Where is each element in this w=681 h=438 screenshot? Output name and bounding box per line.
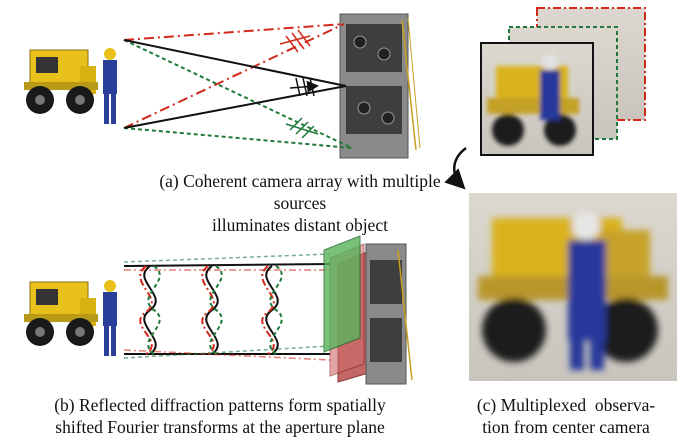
green-ray-bottom [123, 345, 331, 359]
green-beam-cross [123, 39, 353, 149]
toy-truck-a [24, 49, 98, 114]
curved-arrow [444, 147, 467, 190]
red-ray-bottom [123, 349, 331, 361]
panel-b [24, 235, 413, 385]
panel-a [24, 13, 421, 159]
toy-figure-b [103, 280, 117, 356]
green-beam-bottom [123, 127, 353, 149]
toy-truck-b [24, 281, 98, 346]
red-beam-top [123, 23, 345, 41]
multiplexed-observation [469, 193, 677, 381]
caption-a-line1: (a) Coherent camera array with multiple … [159, 171, 441, 213]
black-beam-top [123, 39, 347, 87]
black-beam-bottom [123, 85, 347, 129]
black-bound-top [123, 263, 331, 267]
caption-b-line1: (b) Reflected diffraction patterns form … [54, 395, 386, 415]
caption-a: (a) Coherent camera array with multiple … [150, 170, 450, 236]
toy-figure-a [103, 48, 117, 124]
camera-array-b [365, 243, 413, 385]
caption-c-line2: tion from center camera [482, 417, 650, 437]
stacked-observations [480, 7, 646, 156]
camera-array-a [339, 13, 421, 159]
aperture-planes [323, 235, 373, 383]
panel-c [444, 7, 677, 381]
caption-b: (b) Reflected diffraction patterns form … [0, 394, 440, 438]
green-wavefront-marks [285, 117, 319, 139]
caption-b-line2: shifted Fourier transforms at the apertu… [55, 417, 385, 437]
black-wavefront-marks [289, 77, 319, 97]
red-wavefront-marks [279, 29, 311, 53]
caption-c: (c) Multiplexed observa- tion from cente… [452, 394, 680, 438]
caption-a-line2: illuminates distant object [212, 215, 388, 235]
caption-c-line1: (c) Multiplexed observa- [476, 395, 656, 415]
diffraction-waves [139, 265, 283, 355]
green-ray-top [123, 253, 331, 263]
red-beam-cross [123, 23, 345, 129]
